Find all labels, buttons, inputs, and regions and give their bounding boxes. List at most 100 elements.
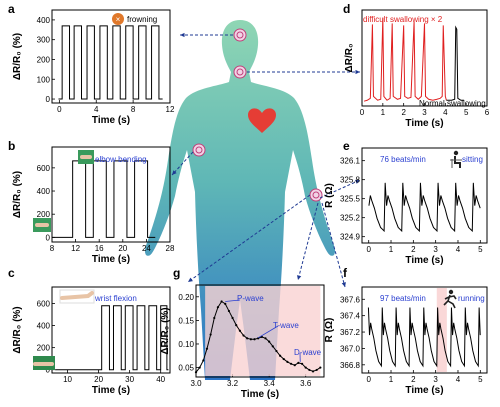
dashed-connector (171, 151, 194, 176)
data-point (286, 360, 289, 364)
panel-e-letter: e (343, 139, 350, 153)
normal-swallowing-label: Normal swallowing (419, 99, 486, 108)
arrow-head (355, 69, 360, 75)
arrow-head (355, 179, 360, 184)
y-axis-label: ΔR/R₀ (344, 44, 355, 73)
ecg-line (367, 307, 481, 368)
y-axis-label: ΔR/R₀ (%) (12, 171, 23, 218)
x-tick-label: 3 (422, 108, 427, 117)
data-point (289, 362, 293, 365)
plot-frame (195, 284, 325, 378)
data-point (315, 368, 318, 372)
x-tick-label: 3.0 (190, 379, 202, 388)
p-wave-label: P-wave (237, 294, 264, 303)
data-point (253, 338, 256, 341)
y-axis-label: ΔR/R₀ (%) (160, 307, 171, 354)
x-tick-label: 3.6 (300, 379, 312, 388)
x-tick-label: 4 (443, 108, 448, 117)
x-tick-label: 3 (433, 375, 438, 384)
y-tick-label: 200 (37, 344, 51, 353)
y-axis-label: ΔR/R₀ (%) (12, 306, 23, 353)
running-label: running (458, 294, 485, 303)
data-point (205, 347, 209, 350)
data-point (304, 366, 307, 369)
plot-frame (51, 9, 171, 104)
x-tick-label: 10 (63, 375, 72, 384)
sensor-icon (192, 143, 206, 157)
body-silhouette (144, 20, 336, 380)
data-point (264, 337, 267, 340)
y-tick-label: 326.1 (340, 157, 361, 166)
data-point (227, 309, 231, 313)
y-tick-label: 200 (37, 55, 51, 64)
x-tick-label: 2 (411, 245, 416, 254)
x-tick-label: 4 (94, 105, 99, 114)
y-tick-label: 325.5 (340, 195, 361, 204)
x-tick-label: 2 (401, 108, 406, 117)
panel-c-letter: c (8, 266, 15, 280)
d-wave-label: D-wave (294, 348, 322, 357)
frowning-face-icon: × (112, 13, 124, 25)
sensor-icon (233, 65, 247, 79)
y-tick-label: 0.05 (178, 364, 194, 373)
arrow-head (188, 277, 193, 282)
wrist-flexion-label: wrist flexion (94, 294, 137, 303)
x-tick-label: 5 (478, 375, 483, 384)
signal-line (55, 305, 169, 371)
x-tick-label: 6 (485, 108, 490, 117)
highlight-region (436, 288, 447, 372)
wrist-photo-icon (33, 289, 95, 370)
y-tick-label: 400 (37, 16, 51, 25)
y-tick-label: 325.2 (340, 214, 361, 223)
difficult-swallowing-label: difficult swallowing × 2 (363, 15, 443, 24)
data-point (238, 329, 241, 332)
data-point (213, 316, 216, 320)
data-point (224, 302, 227, 305)
data-point (216, 306, 220, 309)
x-tick-label: 0 (366, 375, 371, 384)
frowning-label: frowning (127, 15, 157, 24)
y-tick-label: 0 (46, 233, 51, 242)
x-tick-label: 3.4 (264, 379, 276, 388)
panel-d-letter: d (343, 2, 350, 16)
sensor-markers (192, 28, 323, 202)
y-tick-label: 0.15 (178, 316, 194, 325)
x-axis-label: Time (s) (241, 389, 279, 400)
sensor-ring (236, 31, 244, 39)
y-tick-label: 600 (37, 164, 51, 173)
y-tick-label: 0 (46, 95, 51, 104)
panel-g-letter: g (173, 266, 180, 280)
data-point (220, 300, 223, 303)
human-body-illustration (144, 20, 336, 380)
y-tick-label: 200 (37, 210, 51, 219)
x-tick-label: 8 (131, 105, 136, 114)
x-axis-label: Time (s) (92, 254, 130, 265)
y-tick-label: 324.9 (340, 233, 361, 242)
data-point (249, 338, 252, 341)
y-tick-label: 600 (37, 300, 51, 309)
elbow-bending-label: elbow bending (95, 155, 147, 164)
y-tick-label: 367.0 (340, 344, 361, 353)
beats-running-label: 97 beats/min (380, 294, 426, 303)
plot-frame (361, 147, 488, 244)
y-tick-label: 366.8 (340, 361, 361, 370)
x-tick-label: 16 (95, 244, 104, 253)
y-tick-label: 367.2 (340, 328, 361, 337)
dashed-connector (297, 202, 319, 281)
x-tick-label: 0 (57, 105, 62, 114)
y-axis-label: ΔR/R₀ (%) (12, 33, 23, 80)
data-point (282, 357, 285, 361)
x-axis-label: Time (s) (405, 385, 443, 396)
signal-line (58, 25, 163, 100)
x-axis-label: Time (s) (405, 118, 443, 129)
ecg-line (368, 182, 481, 233)
x-tick-label: 12 (71, 244, 80, 253)
heart-icon (248, 108, 276, 133)
svg-text:×: × (116, 15, 121, 24)
data-point (202, 359, 205, 362)
data-point (297, 361, 300, 364)
